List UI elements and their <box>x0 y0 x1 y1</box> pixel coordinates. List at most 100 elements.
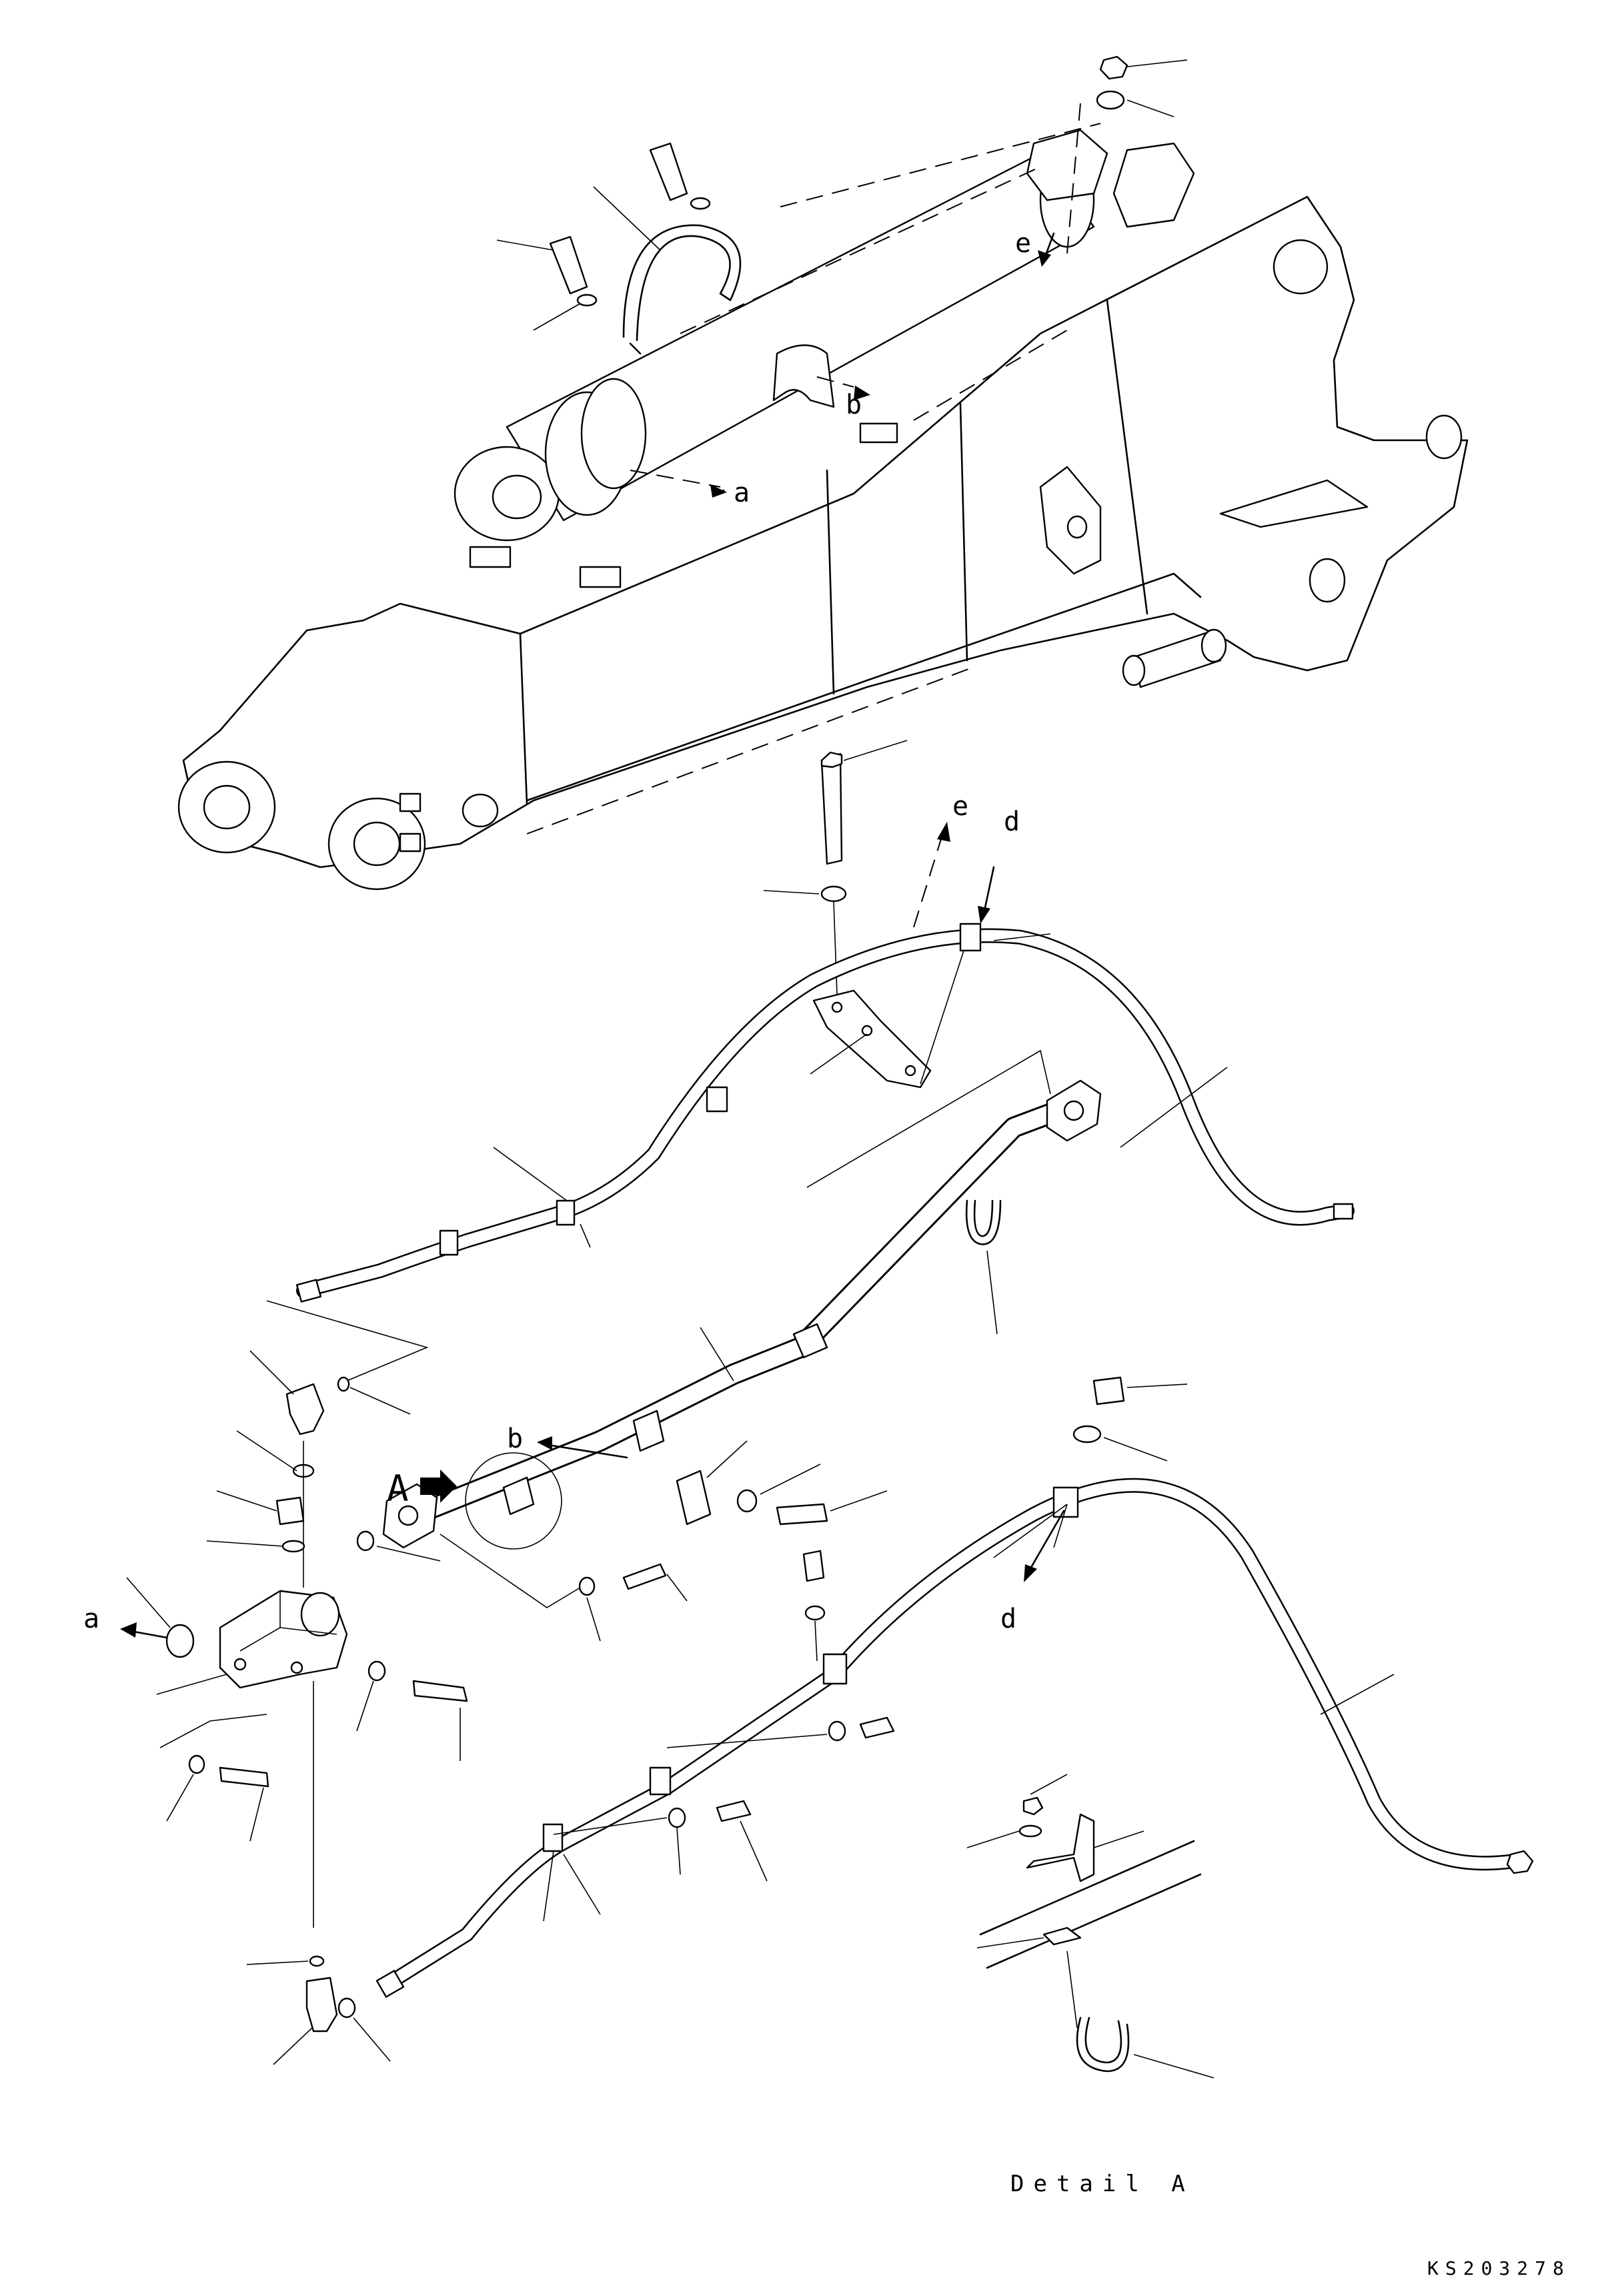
leader-pipe-flange-left <box>440 1534 581 1608</box>
long-bolt <box>820 752 843 865</box>
drawing-code: KS203278 <box>1427 2257 1571 2279</box>
pipe-clamp-mid <box>632 1409 665 1452</box>
leader-e-hose <box>913 830 944 928</box>
leader-washer-flange-left <box>586 1597 601 1642</box>
detail-a-bracket <box>1026 1813 1095 1882</box>
pipe-flange-right-hole <box>1063 1100 1084 1121</box>
hose-lower-clamp-d <box>1052 1486 1079 1518</box>
plug <box>275 1496 305 1526</box>
boom-lower-edge <box>526 679 868 802</box>
leader-hose-clamp <box>993 933 1051 941</box>
leader-valve-bolts <box>159 1714 267 1748</box>
leader-elbow <box>249 1350 294 1395</box>
washer-cylinder-right <box>690 197 711 210</box>
boom-callouts: a b e <box>710 228 1055 508</box>
bracket-hole-2 <box>861 1025 873 1037</box>
leader-dashed-lower <box>526 666 974 834</box>
leader-oring-plug <box>206 1540 284 1547</box>
leader-lower-clamp-3 <box>543 1850 601 1922</box>
leader-washer-valve-lower <box>166 1774 194 1822</box>
washer-lower-right <box>1072 1425 1102 1444</box>
callout-d-hose: d <box>1004 806 1020 837</box>
bolt-split-clamp <box>776 1503 828 1526</box>
hose-upper-long-inner <box>297 930 1353 1297</box>
bracket-hole-3 <box>904 1065 916 1077</box>
callout-a-boom: a <box>734 478 750 508</box>
arrow-d-hose-line <box>982 866 995 915</box>
steel-pipe-assembly: b A <box>356 1079 1102 1642</box>
boom-clamp-block-3 <box>859 422 898 444</box>
leader-lower-clamp <box>553 1817 668 1835</box>
washer-cylinder-left <box>576 294 598 307</box>
leader-bolt-valve-lower <box>249 1787 264 1842</box>
hose-lower-clamp-1 <box>822 1653 848 1685</box>
callout-a-valve: a <box>83 1604 99 1634</box>
arrow-d-hose-head <box>978 906 990 924</box>
oring-flange-left <box>356 1530 375 1552</box>
valve-assembly: a <box>83 1350 468 2065</box>
detail-a-nut <box>1022 1796 1044 1816</box>
hose-clamp-3 <box>439 1229 459 1256</box>
leader-dashed-top <box>780 123 1101 207</box>
valve-bolt-hole-2 <box>290 1661 303 1674</box>
split-clamp <box>676 1470 712 1526</box>
leader-valve-block <box>156 1674 227 1695</box>
leader-dashed-bracket <box>913 330 1068 421</box>
hose-lower-end-fitting <box>1506 1850 1534 1874</box>
oring-a <box>165 1624 195 1658</box>
leader-lower-clamp-d <box>993 1504 1068 1558</box>
arrow-a-boom-head <box>710 484 727 498</box>
hose-clamp-2 <box>556 1199 576 1226</box>
pipe-clamp-detailA <box>502 1476 535 1516</box>
washer-lower-mid <box>828 1720 846 1742</box>
washer-split-clamp <box>736 1489 758 1513</box>
leader-oring-lower-fitting <box>246 1960 309 1965</box>
bracket-hole-1 <box>831 1001 843 1013</box>
leader-detail-clamp <box>976 1937 1044 1948</box>
leader-washer-left <box>533 303 581 331</box>
leader-bolt-flange-left <box>666 1574 688 1602</box>
leader-detail-bracket <box>1093 1830 1144 1848</box>
callout-e-boom: e <box>1015 228 1031 259</box>
boom-foot-pin-hole-right <box>353 821 401 867</box>
hose-bracket-plate <box>812 989 932 1089</box>
cylinder-end-bracket <box>1112 142 1195 228</box>
arrow-e-hose-head <box>937 822 950 842</box>
leader-bolt-left <box>496 239 554 251</box>
hose-clamp-d <box>959 923 982 952</box>
hose-upper-start-fitting <box>295 1279 322 1303</box>
boom-edge <box>519 632 528 805</box>
leader-bolt-split <box>830 1490 888 1512</box>
washer-lower-low <box>668 1807 686 1828</box>
upper-hose-assembly: e d <box>266 740 1355 1381</box>
leader-lower-fitting <box>273 2027 313 2065</box>
arrow-b-pipe-head <box>537 1436 552 1450</box>
hose-clamp-1 <box>706 1086 728 1113</box>
boom-assembly <box>177 103 1469 891</box>
leader-oring-a <box>126 1577 171 1628</box>
bolt-lower-low <box>716 1800 752 1822</box>
detail-caption: Detail A <box>1010 2171 1194 2197</box>
elbow-fitting <box>285 1383 325 1436</box>
hose-lower-clamp-2 <box>649 1766 672 1796</box>
valve-block-edges <box>239 1591 337 1652</box>
triangle-line-upper <box>806 1049 1051 1188</box>
leader-washer-top <box>1126 99 1174 117</box>
callout-b-pipe: b <box>507 1423 523 1454</box>
leader-detail-ubolt <box>1066 1950 1078 2029</box>
arrow-a-valve-head <box>120 1622 137 1638</box>
leader-washer-lower-clamp <box>814 1620 818 1662</box>
boom-pin-end <box>1200 628 1227 663</box>
boom-nut-1 <box>399 792 422 812</box>
pipe-clamp-upper <box>792 1323 828 1359</box>
lower-hose-assembly: d <box>375 1376 1534 1998</box>
arrow-A-view <box>420 1470 457 1503</box>
valve-bolt-hole-1 <box>233 1658 247 1671</box>
hose-lower-start-fitting <box>375 1970 405 1998</box>
oring-elbow <box>337 1376 350 1392</box>
washer-valve-lower <box>188 1754 205 1774</box>
steel-pipe-inner <box>391 1099 1076 1530</box>
arrow-a-valve-line <box>129 1630 168 1639</box>
leader-bracket <box>810 940 968 1085</box>
